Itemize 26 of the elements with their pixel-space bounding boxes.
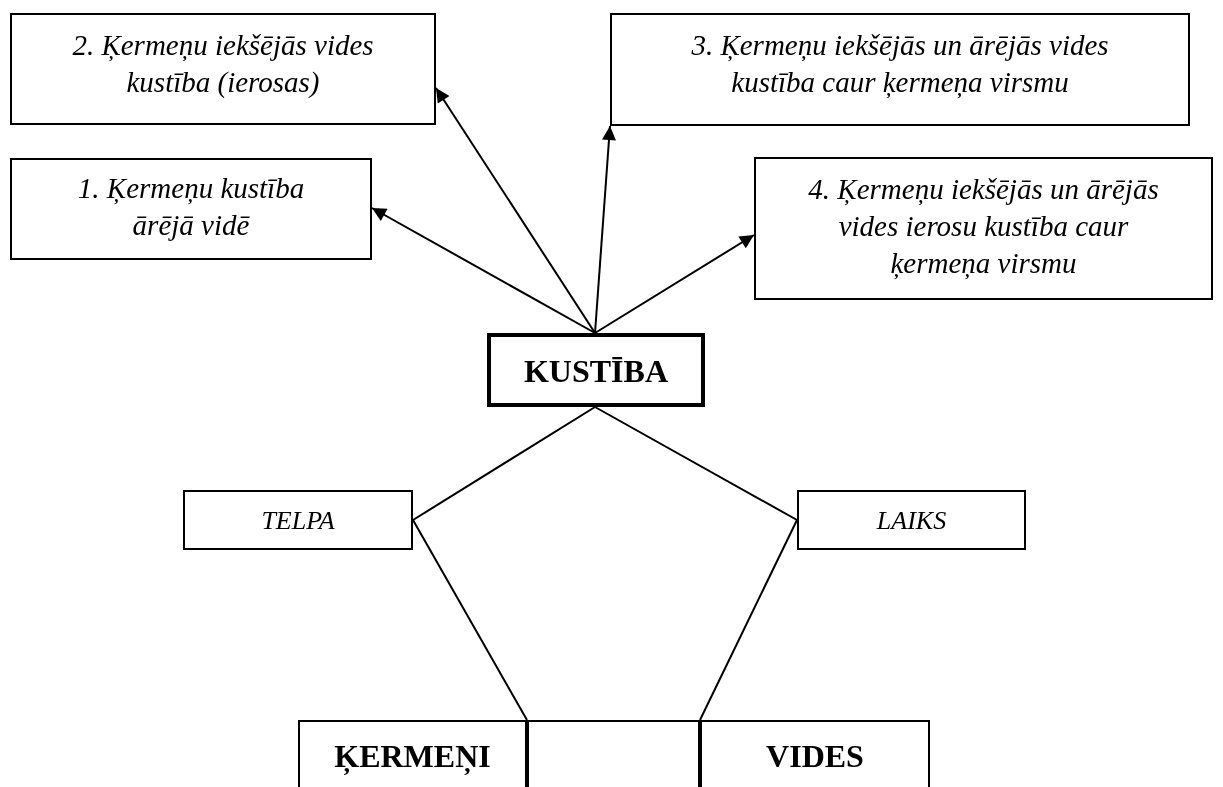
arrow <box>435 87 596 334</box>
connector-line <box>594 406 798 521</box>
concept-box <box>183 490 413 550</box>
arrow <box>594 125 616 334</box>
statement-box <box>610 13 1190 126</box>
statement-box <box>10 158 372 260</box>
box-text: VIDES <box>765 737 865 776</box>
concept-box <box>797 490 1026 550</box>
concept-box <box>298 720 527 787</box>
box-text: 1. Ķermeņu kustība ārējā vidē <box>76 171 306 244</box>
concept-title: KUSTĪBA <box>522 352 669 391</box>
box-text: 3. Ķermeņu iekšējās un ārējās vides kustība caur ķermeņa virsmu <box>690 28 1110 101</box>
statement-box <box>754 157 1213 300</box>
box-text: 4. Ķermeņu iekšējās un ārējās vides ierosu kustība caur ķermeņa virsmu <box>807 172 1160 282</box>
box-text: 2. Ķermeņu iekšējās vides kustība (ierosas) <box>71 28 375 101</box>
concept-box <box>700 720 930 787</box>
statement-box <box>10 13 436 125</box>
central-concept-box <box>487 333 705 407</box>
connector-line <box>412 406 596 521</box>
connector-line <box>412 519 528 721</box>
box-text: ĶERMEŅI <box>333 737 492 777</box>
box-text: LAIKS <box>875 505 948 537</box>
box-text: TELPA <box>260 505 336 537</box>
connector-line <box>699 519 798 721</box>
arrow <box>371 207 596 334</box>
arrow <box>594 234 755 334</box>
